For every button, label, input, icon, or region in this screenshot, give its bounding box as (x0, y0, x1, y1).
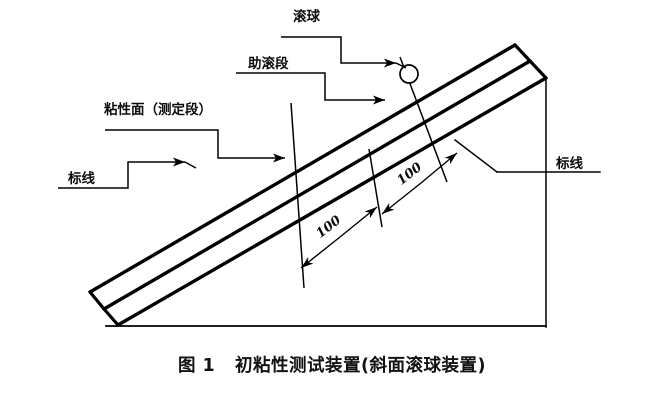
plane-bottom-edge (116, 76, 548, 327)
label-rolling-ball: 滚球 (293, 8, 320, 25)
leader-rolling-ball-tick (395, 62, 407, 69)
plane-top-edge (88, 43, 517, 294)
leader-adhesive-surface-path (105, 129, 285, 163)
leader-mark-line-left-path (58, 157, 185, 189)
label-adhesive-surface: 粘性面（测定段） (104, 101, 212, 118)
leader-assist-section-path (236, 72, 385, 105)
leader-rolling-ball-path (281, 36, 396, 68)
dimension-lower-100-arrow-b (339, 206, 378, 238)
divider-line-middle (368, 148, 383, 228)
dimension-lower-100 (300, 206, 378, 269)
label-mark-line-right: 标线 (555, 155, 584, 172)
plane-right-endcap-lower (528, 59, 548, 80)
dimension-upper-100 (381, 152, 458, 215)
support-base-structure (105, 77, 601, 328)
support-back-face (453, 138, 499, 174)
leader-mark-line-left (58, 157, 197, 189)
figure-caption: 图 1 初粘性测试装置(斜面滚球装置) (177, 356, 487, 376)
plane-left-endcap-lower (102, 307, 120, 327)
label-assist-section: 助滚段 (248, 55, 289, 72)
leader-rolling-ball (281, 36, 407, 69)
plane-left-endcap-upper (88, 290, 106, 311)
leader-mark-line-left-tick (184, 161, 197, 169)
plane-right-endcap-upper (513, 43, 532, 63)
dimension-upper-100-arrow-a (381, 182, 422, 215)
rolling-ball-icon (399, 64, 419, 84)
plane-middle-rail (102, 59, 532, 311)
dimension-upper-100-arrow-b (420, 152, 458, 184)
inclined-plane-body (88, 43, 548, 327)
label-mark-line-left: 标线 (67, 170, 95, 187)
leader-assist-section (236, 72, 385, 105)
leader-adhesive-surface (105, 129, 285, 163)
dimension-lower-100-arrow-a (300, 236, 341, 269)
